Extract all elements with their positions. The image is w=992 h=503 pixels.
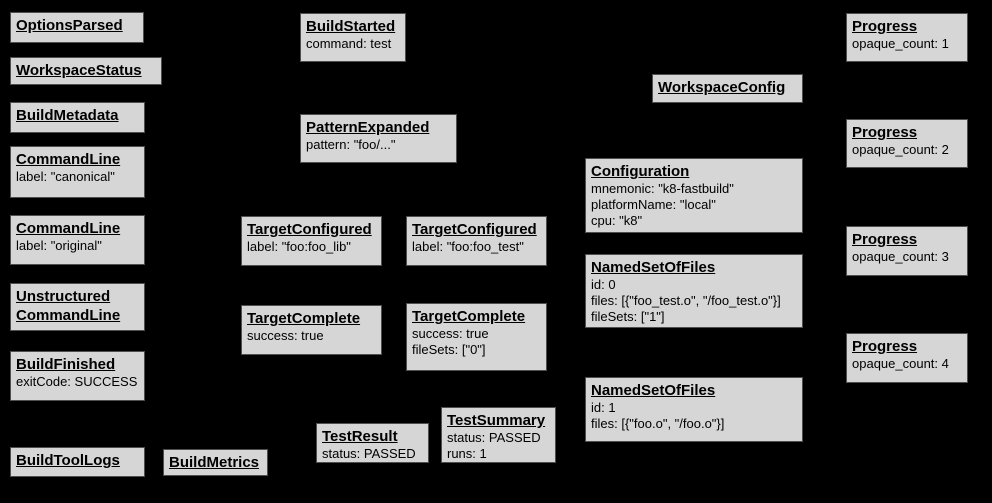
event-node-attr: fileSets: ["0"] (412, 342, 486, 357)
event-node-attr: files: [{"foo.o", "/foo.o"}] (591, 416, 725, 431)
event-node-attr: mnemonic: "k8-fastbuild" (591, 181, 734, 196)
event-node-title: Unstructured (16, 288, 111, 305)
event-node-attr: label: "canonical" (16, 169, 115, 184)
event-node-title: TargetComplete (412, 308, 526, 325)
event-node-attr: opaque_count: 3 (852, 249, 949, 264)
event-node-title: BuildStarted (306, 18, 396, 35)
event-node-title: Configuration (591, 163, 690, 180)
event-node-attr: opaque_count: 1 (852, 36, 949, 51)
event-node-title: PatternExpanded (306, 119, 430, 136)
event-node-build-metrics: BuildMetrics (163, 449, 268, 476)
event-node-build-metadata: BuildMetadata (10, 102, 145, 133)
event-node-title: Progress (852, 338, 918, 355)
event-node-workspace-config: WorkspaceConfig (652, 74, 803, 103)
event-node-title: WorkspaceStatus (16, 62, 142, 79)
event-node-attr: cpu: "k8" (591, 213, 643, 228)
event-node-title: BuildMetadata (16, 107, 119, 124)
event-node-attr: status: PASSED (447, 430, 541, 445)
event-node-attr: opaque_count: 2 (852, 142, 949, 157)
event-node-attr: status: PASSED (322, 446, 416, 461)
event-node-title: TargetConfigured (247, 221, 372, 238)
event-node-title: BuildToolLogs (16, 452, 120, 469)
event-node-title: BuildFinished (16, 356, 116, 373)
event-node-title: TargetComplete (247, 310, 361, 327)
event-node-workspace-status: WorkspaceStatus (10, 57, 162, 85)
event-node-title: NamedSetOfFiles (591, 382, 716, 399)
event-node-title: BuildMetrics (169, 454, 260, 471)
event-node-title: CommandLine (16, 307, 121, 324)
event-node-attr: pattern: "foo/..." (306, 137, 396, 152)
event-node-title: CommandLine (16, 151, 121, 168)
event-node-title: OptionsParsed (16, 17, 123, 34)
event-node-attr: label: "original" (16, 238, 102, 253)
event-node-title: WorkspaceConfig (658, 79, 786, 96)
event-node-title: CommandLine (16, 220, 121, 237)
event-node-attr: success: true (412, 326, 489, 341)
event-node-attr: label: "foo:foo_lib" (247, 239, 351, 254)
event-node-title: TestSummary (447, 412, 546, 429)
event-node-attr: fileSets: ["1"] (591, 309, 665, 324)
event-node-attr: platformName: "local" (591, 197, 716, 212)
event-node-options-parsed: OptionsParsed (10, 12, 144, 43)
event-node-attr: label: "foo:foo_test" (412, 239, 524, 254)
event-node-attr: exitCode: SUCCESS (16, 374, 138, 389)
event-node-attr: runs: 1 (447, 446, 487, 461)
event-node-title: Progress (852, 231, 918, 248)
event-node-title: TargetConfigured (412, 221, 537, 238)
event-node-attr: id: 0 (591, 277, 616, 292)
event-node-attr: success: true (247, 328, 324, 343)
event-node-title: Progress (852, 18, 918, 35)
event-node-title: TestResult (322, 428, 398, 445)
event-node-attr: opaque_count: 4 (852, 356, 949, 371)
event-node-attr: files: [{"foo_test.o", "/foo_test.o"}] (591, 293, 781, 308)
event-node-title: NamedSetOfFiles (591, 259, 716, 276)
event-node-title: Progress (852, 124, 918, 141)
event-node-build-tool-logs: BuildToolLogs (10, 447, 145, 477)
event-node-attr: command: test (306, 36, 392, 51)
event-node-attr: id: 1 (591, 400, 616, 415)
